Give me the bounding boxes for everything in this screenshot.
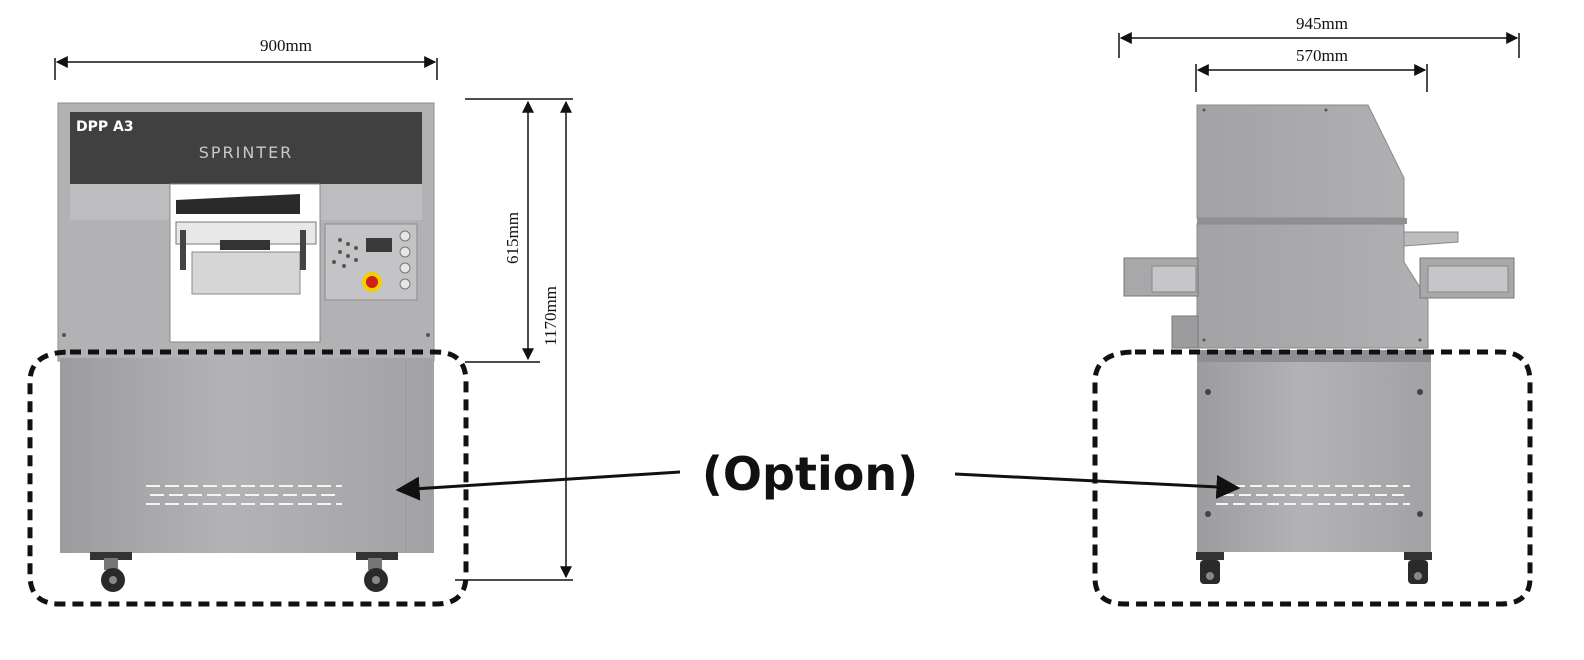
front-height-dimensions: 615mm 1170mm: [455, 98, 573, 581]
side-view: 945mm 570mm: [954, 14, 1533, 607]
brand-logo-label: SPRINTER: [199, 143, 294, 162]
side-cabinet: [1196, 350, 1432, 584]
upper-height-label: 615mm: [503, 212, 522, 264]
front-callout-arrow: [395, 470, 681, 501]
front-view: 900mm DPP A3 SPRINTER: [27, 36, 681, 607]
front-vent-slots: [146, 485, 342, 505]
front-width-dimension: 900mm: [54, 36, 438, 80]
overall-depth-label: 945mm: [1296, 14, 1348, 33]
model-label: DPP A3: [76, 119, 134, 135]
total-height-label: 1170mm: [541, 286, 560, 346]
front-top-panel: [70, 112, 422, 184]
side-right-caster-icon: [1404, 552, 1432, 584]
side-depth-dimensions: 945mm 570mm: [1118, 14, 1520, 92]
side-vent-slots: [1216, 485, 1410, 505]
side-printer-head: [1123, 104, 1515, 349]
front-printer-head: DPP A3 SPRINTER: [57, 102, 435, 362]
side-callout-arrow: [954, 472, 1241, 499]
body-depth-label: 570mm: [1296, 46, 1348, 65]
front-right-caster-icon: [356, 552, 398, 592]
display-screen: [366, 238, 392, 252]
front-width-label: 900mm: [260, 36, 312, 55]
front-left-caster-icon: [90, 552, 132, 592]
option-callout-label: (Option): [702, 447, 918, 501]
side-left-caster-icon: [1196, 552, 1224, 584]
front-option-outline: [27, 349, 469, 607]
side-option-outline: [1092, 349, 1533, 607]
front-cabinet: [60, 358, 434, 592]
